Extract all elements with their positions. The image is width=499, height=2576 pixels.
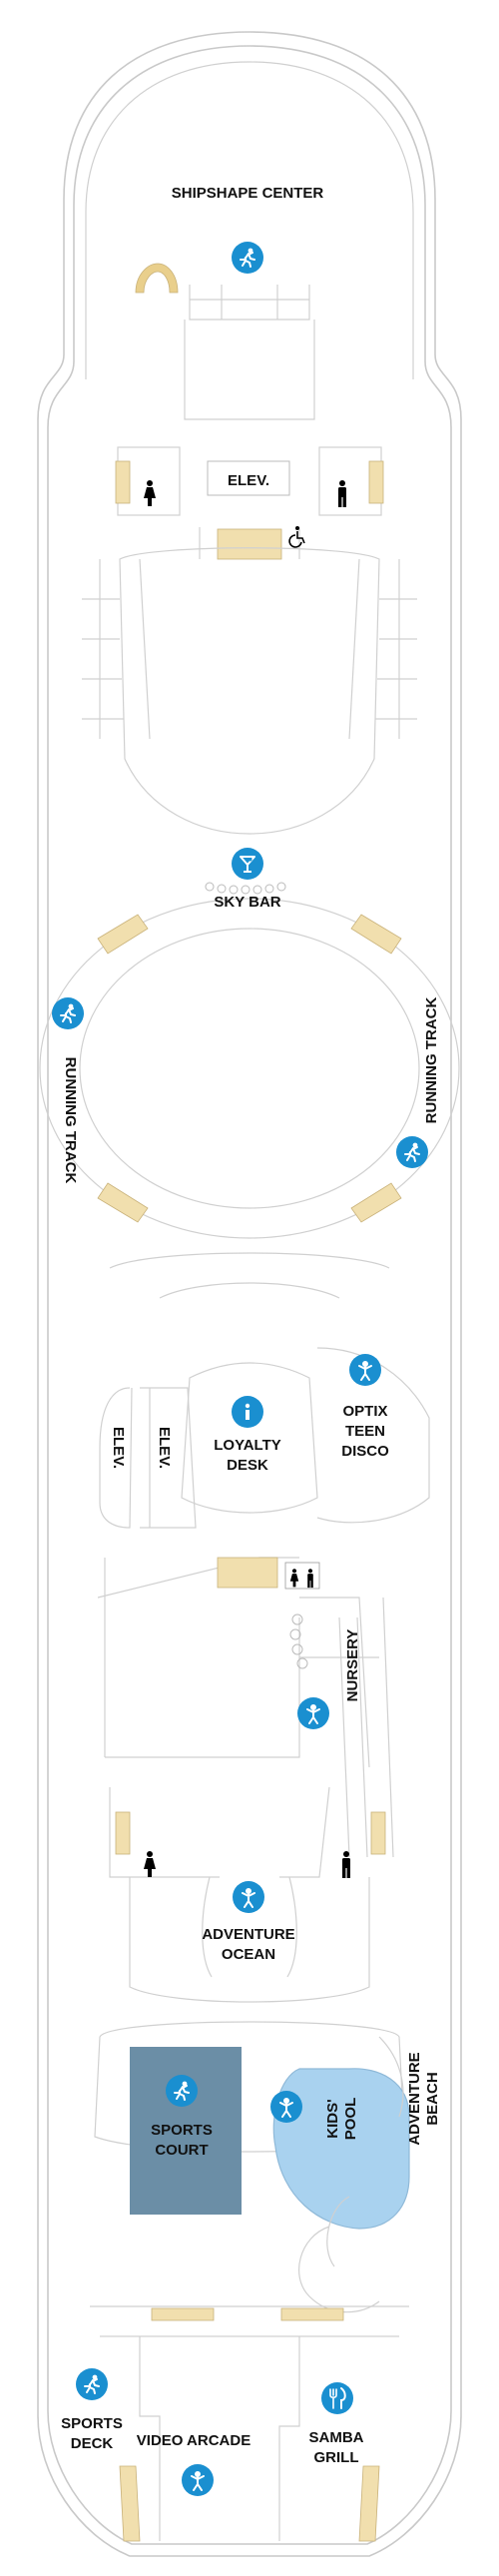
sports-court-area [130, 2047, 242, 2215]
label-adventure-ocean-2: OCEAN [222, 1946, 275, 1963]
nursery-area-shapes [289, 1613, 308, 1669]
label-adventure-beach-2: BEACH [424, 2072, 441, 2125]
fitness-icon [396, 1136, 428, 1168]
child-icon [349, 1354, 381, 1386]
label-optix-3: DISCO [341, 1443, 389, 1460]
mid-structures [97, 1252, 430, 2003]
label-loyalty-desk-1: LOYALTY [214, 1437, 281, 1454]
label-optix-2: TEEN [345, 1423, 385, 1440]
label-adventure-beach-1: ADVENTURE [406, 2052, 423, 2145]
pool-area [90, 2021, 410, 2542]
label-samba-grill-2: GRILL [314, 2449, 359, 2466]
child-icon [297, 1697, 329, 1729]
spa-arch-icon [135, 263, 179, 294]
label-shipshape-center: SHIPSHAPE CENTER [172, 185, 324, 202]
label-kids-pool-1: KIDS' [324, 2099, 341, 2138]
label-sky-bar: SKY BAR [214, 894, 280, 911]
label-sports-deck-1: SPORTS [61, 2415, 123, 2432]
men-restroom-icon [342, 1851, 350, 1878]
label-running-track-left: RUNNING TRACK [62, 1057, 79, 1184]
label-kids-pool-2: POOL [342, 2098, 359, 2141]
kids-pool-water [272, 2068, 410, 2230]
running-track [39, 898, 460, 1239]
cocktail-icon [232, 848, 263, 880]
restroom-icon [284, 1562, 320, 1590]
info-icon [232, 1396, 263, 1428]
hull-outline [37, 31, 462, 2557]
women-restroom-icon [144, 480, 156, 506]
label-running-track-right: RUNNING TRACK [423, 997, 440, 1124]
label-sports-court-1: SPORTS [151, 2122, 213, 2139]
label-elev-b: ELEV. [156, 1427, 173, 1469]
fitness-icon [76, 2368, 108, 2400]
fork-knife-icon [321, 2382, 353, 2414]
label-elev-top: ELEV. [228, 472, 269, 489]
women-restroom-icon [144, 1851, 156, 1877]
label-video-arcade: VIDEO ARCADE [137, 2432, 250, 2449]
label-elev-a: ELEV. [110, 1427, 127, 1469]
fitness-icon [166, 2075, 198, 2107]
label-nursery: NURSERY [344, 1629, 361, 1702]
fitness-icon [52, 997, 84, 1029]
sky-bar-area [82, 547, 417, 895]
child-icon [182, 2464, 214, 2496]
child-icon [233, 1881, 264, 1913]
label-sports-deck-2: DECK [71, 2435, 114, 2452]
men-restroom-icon [338, 480, 346, 507]
label-sports-court-2: COURT [155, 2142, 208, 2159]
label-optix-1: OPTIX [342, 1403, 387, 1420]
label-loyalty-desk-2: DESK [227, 1457, 268, 1474]
svg-text:SHIPSHAPE CENTER: SHIPSHAPE CENTER [172, 185, 324, 202]
fitness-icon [232, 242, 263, 274]
label-samba-grill-1: SAMBA [309, 2429, 364, 2446]
wheelchair-icon [288, 526, 305, 548]
child-icon [270, 2091, 302, 2123]
forward-structures [115, 285, 384, 560]
label-adventure-ocean-1: ADVENTURE [202, 1926, 294, 1943]
